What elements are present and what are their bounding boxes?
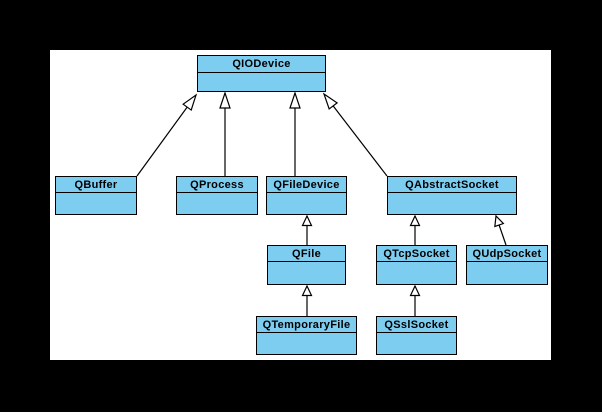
class-box-qudpsocket: QUdpSocket: [466, 245, 548, 285]
class-name-label-qfile: QFile: [268, 246, 345, 262]
class-name-label-qudpsocket: QUdpSocket: [467, 246, 547, 262]
class-box-qsslsocket: QSslSocket: [376, 316, 457, 355]
class-name-label-qabstractsocket: QAbstractSocket: [388, 177, 516, 193]
class-box-qfile: QFile: [267, 245, 346, 285]
class-name-label-qtcpsocket: QTcpSocket: [377, 246, 456, 262]
class-box-qbuffer: QBuffer: [55, 176, 137, 215]
class-box-qprocess: QProcess: [176, 176, 258, 215]
class-name-label-qbuffer: QBuffer: [56, 177, 136, 193]
class-name-label-qtemporaryfile: QTemporaryFile: [257, 317, 356, 333]
class-box-qiodevice: QIODevice: [197, 55, 326, 92]
class-name-label-qiodevice: QIODevice: [198, 56, 325, 73]
class-name-label-qprocess: QProcess: [177, 177, 257, 193]
class-box-qabstractsocket: QAbstractSocket: [387, 176, 517, 215]
class-name-label-qsslsocket: QSslSocket: [377, 317, 456, 333]
class-box-qfiledevice: QFileDevice: [266, 176, 347, 215]
class-box-qtcpsocket: QTcpSocket: [376, 245, 457, 285]
class-box-qtemporaryfile: QTemporaryFile: [256, 316, 357, 355]
class-name-label-qfiledevice: QFileDevice: [267, 177, 346, 193]
